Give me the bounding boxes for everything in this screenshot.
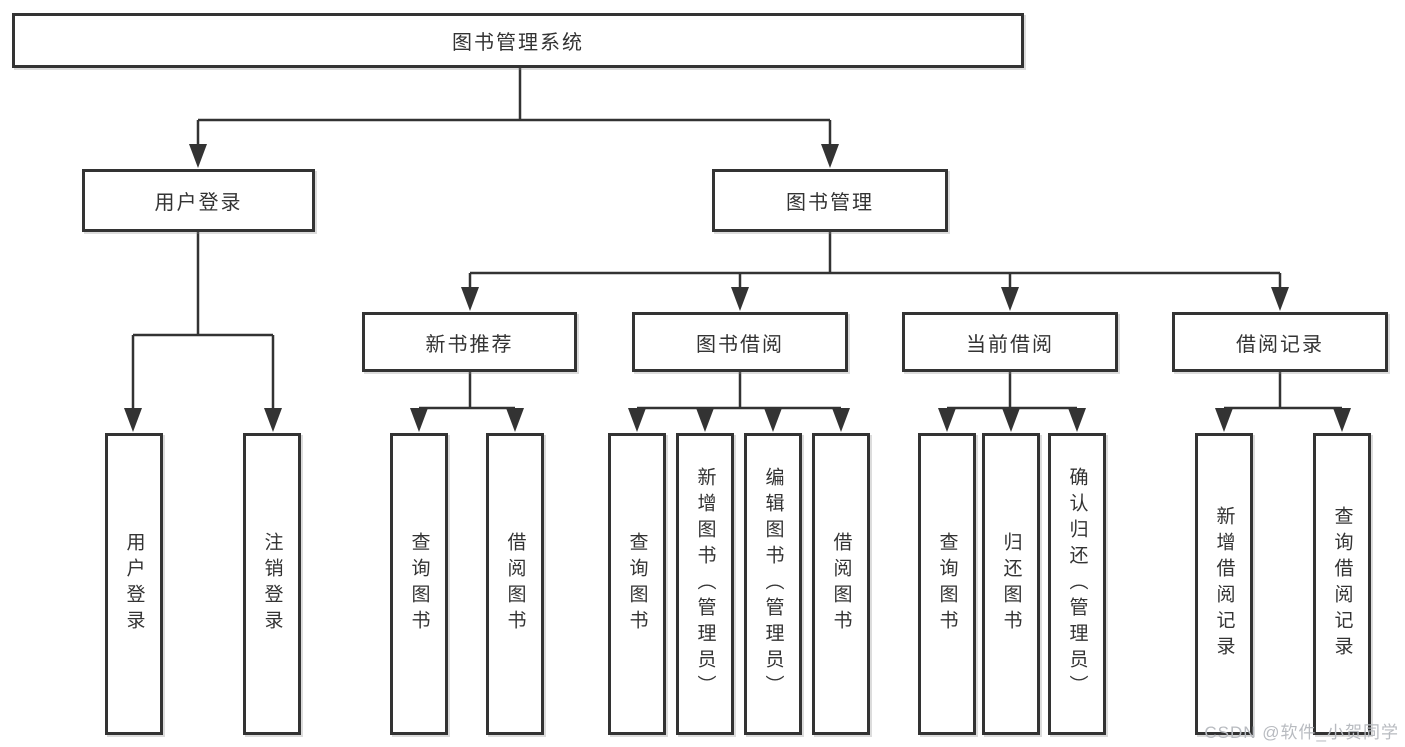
leaf-user-login: 用户登录: [105, 433, 163, 735]
arrowhead-icons: [124, 144, 1351, 432]
leaf-label: 归还图书: [1000, 532, 1022, 636]
node-user-login: 用户登录: [82, 169, 315, 232]
leaf-bb-query-books: 查询图书: [608, 433, 666, 735]
node-current-borrow: 当前借阅: [902, 312, 1118, 372]
node-label: 用户登录: [154, 192, 243, 214]
node-book-management: 图书管理: [712, 169, 948, 232]
leaf-label: 查询图书: [408, 532, 430, 636]
node-borrow-records: 借阅记录: [1172, 312, 1388, 372]
leaf-label: 借阅图书: [504, 532, 526, 636]
node-label: 当前借阅: [966, 333, 1054, 356]
leaf-label: 查询图书: [626, 532, 648, 636]
leaf-br-query-record: 查询借阅记录: [1313, 433, 1371, 735]
leaf-label: 用户登录: [123, 532, 145, 636]
leaf-label: 编辑图书（管理员）: [762, 467, 784, 701]
leaf-label: 新增图书（管理员）: [694, 467, 716, 701]
leaf-label: 查询借阅记录: [1331, 506, 1353, 662]
leaf-label: 查询图书: [936, 532, 958, 636]
node-root-label: 图书管理系统: [452, 32, 584, 54]
leaf-bb-add-books-admin: 新增图书（管理员）: [676, 433, 734, 735]
leaf-label: 确认归还（管理员）: [1066, 467, 1088, 701]
leaf-bb-edit-books-admin: 编辑图书（管理员）: [744, 433, 802, 735]
node-label: 新书推荐: [425, 333, 514, 356]
node-book-borrow: 图书借阅: [632, 312, 848, 372]
leaf-logout: 注销登录: [243, 433, 301, 735]
node-label: 图书借阅: [696, 333, 784, 356]
leaf-label: 注销登录: [261, 532, 283, 636]
leaf-br-add-record: 新增借阅记录: [1195, 433, 1253, 735]
node-new-book-recommend: 新书推荐: [362, 312, 577, 372]
leaf-cb-return-books: 归还图书: [982, 433, 1040, 735]
leaf-cb-confirm-return-admin: 确认归还（管理员）: [1048, 433, 1106, 735]
leaf-nbr-borrow-books: 借阅图书: [486, 433, 544, 735]
leaf-label: 借阅图书: [830, 532, 852, 636]
leaf-nbr-query-books: 查询图书: [390, 433, 448, 735]
leaf-bb-borrow-books: 借阅图书: [812, 433, 870, 735]
node-root: 图书管理系统: [12, 13, 1024, 68]
node-label: 借阅记录: [1236, 333, 1324, 356]
csdn-watermark: CSDN @软件_小贺同学: [1204, 723, 1399, 742]
leaf-cb-query-books: 查询图书: [918, 433, 976, 735]
node-label: 图书管理: [786, 192, 874, 214]
leaf-label: 新增借阅记录: [1213, 506, 1235, 662]
